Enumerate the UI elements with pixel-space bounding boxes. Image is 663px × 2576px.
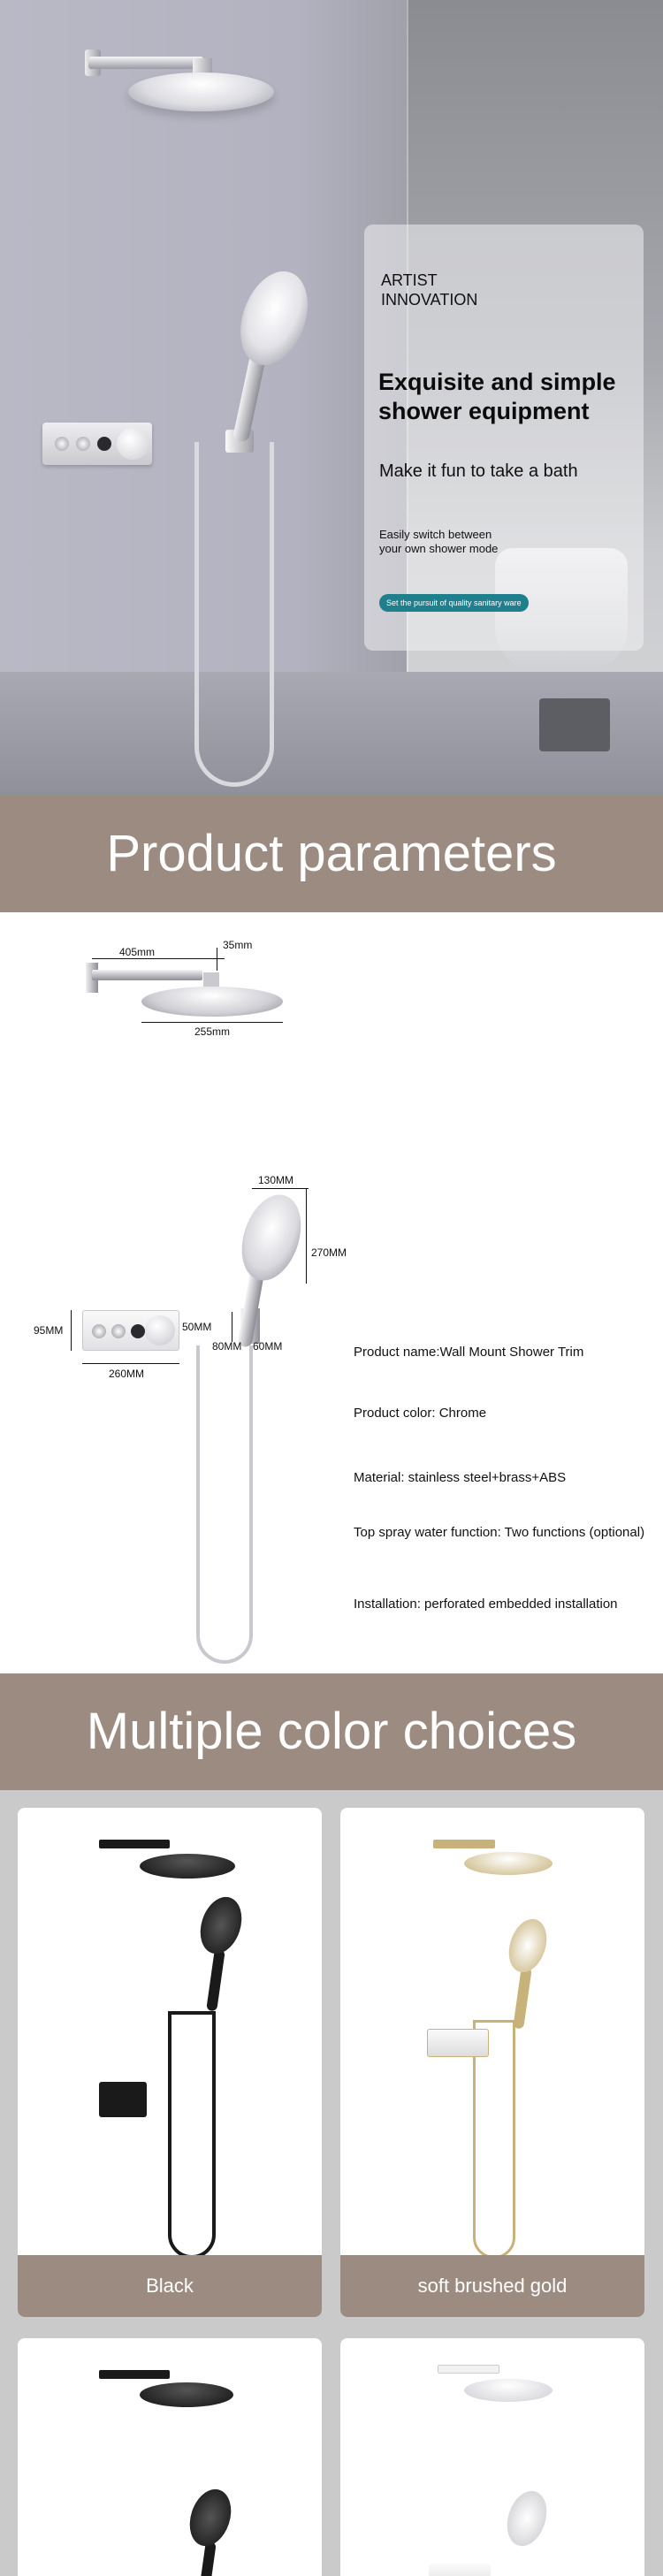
color-label: Black [18, 2255, 322, 2317]
color-card-black[interactable]: Black [18, 1808, 322, 2317]
control-dial [117, 428, 149, 460]
hero-subtext-1: Easily switch between [379, 528, 492, 541]
arm-diagram [92, 970, 202, 980]
brand-line-2: INNOVATION [381, 291, 478, 309]
colors-section: Black soft brushed gold [0, 1790, 663, 2576]
dim-panel-height: 95MM [34, 1324, 64, 1337]
dim-panel-width: 260MM [109, 1368, 145, 1380]
stool-image [539, 698, 610, 751]
params-banner-title: Product parameters [106, 825, 557, 882]
head-connector-diagram [203, 972, 219, 988]
handshower-image [193, 1891, 249, 1960]
spec-material: Material: stainless steel+brass+ABS [354, 1470, 567, 1485]
handshower-diagram [232, 1186, 311, 1289]
control-knob [92, 1324, 106, 1338]
rain-showerhead-image [128, 72, 274, 111]
handshower-image [500, 2486, 553, 2551]
spec-product-name: Product name:Wall Mount Shower Trim [354, 1345, 584, 1360]
panel-image [99, 2082, 147, 2117]
control-knob [111, 1324, 126, 1338]
spec-top-spray: Top spray water function: Two functions … [354, 1525, 645, 1540]
hose-image [168, 2011, 216, 2259]
shower-hose [194, 442, 274, 787]
arm-image [99, 2370, 170, 2379]
handshower-image [502, 1914, 553, 1978]
dim-holder-width: 80MM [212, 1340, 242, 1353]
hero-headline: Exquisite and simple shower equipment [378, 369, 616, 424]
shower-arm [88, 57, 203, 69]
dimension-line [306, 1188, 307, 1284]
arm-image [433, 1840, 495, 1848]
control-knob [76, 437, 90, 451]
dim-hand-height: 270MM [311, 1246, 347, 1259]
dimension-line [82, 1363, 179, 1364]
colors-banner-title: Multiple color choices [86, 1703, 577, 1760]
panel-image [427, 2029, 489, 2057]
handle-image [197, 2541, 217, 2576]
head-image [464, 2379, 552, 2402]
dim-holder-height: 50MM [182, 1321, 212, 1333]
hero-section: ARTIST INNOVATION Exquisite and simple s… [0, 0, 663, 796]
spec-product-color: Product color: Chrome [354, 1406, 487, 1421]
colors-banner: Multiple color choices [0, 1673, 663, 1790]
hero-tagline: Make it fun to take a bath [379, 461, 578, 481]
handshower-image [182, 2483, 239, 2552]
brand-line-1: ARTIST [381, 271, 438, 289]
color-card-gold[interactable]: soft brushed gold [340, 1808, 644, 2317]
dimension-line [252, 1188, 309, 1189]
hero-subtext-2: your own shower mode [379, 542, 499, 555]
dim-holder-depth: 60MM [253, 1340, 283, 1353]
head-diagram [141, 987, 283, 1017]
panel-diagram [82, 1310, 179, 1351]
head-image [140, 2382, 233, 2407]
dim-arm-length: 405mm [119, 946, 156, 958]
color-label: soft brushed gold [340, 2255, 644, 2317]
arm-image [99, 1840, 170, 1848]
control-knob [97, 437, 111, 451]
color-card-3[interactable] [18, 2338, 322, 2576]
control-panel-image [42, 423, 152, 465]
dimension-line [141, 1022, 283, 1023]
handle-image [513, 1966, 532, 2030]
spec-installation: Installation: perforated embedded instal… [354, 1597, 618, 1612]
control-dial [145, 1315, 175, 1345]
head-image [464, 1852, 552, 1875]
dim-arm-drop: 35mm [223, 939, 253, 951]
dimension-line [71, 1310, 72, 1351]
control-knob [131, 1324, 145, 1338]
hero-text-card [364, 225, 644, 651]
control-knob [55, 437, 69, 451]
panel-image [429, 2564, 491, 2576]
head-image [140, 1854, 235, 1879]
dim-hand-width: 130MM [258, 1174, 294, 1186]
hose-diagram [196, 1345, 253, 1664]
arm-image [438, 2365, 499, 2374]
handshower-handle [232, 353, 267, 443]
handle-image [206, 1948, 225, 2012]
handshower-image [228, 262, 320, 375]
params-section: 405mm 35mm 255mm 95MM 260MM 130MM 270MM … [0, 912, 663, 1673]
color-card-4[interactable] [340, 2338, 644, 2576]
hero-pill-button[interactable]: Set the pursuit of quality sanitary ware [379, 594, 529, 612]
dimension-line [92, 958, 225, 959]
params-banner: Product parameters [0, 796, 663, 912]
dim-head-diameter: 255mm [194, 1025, 231, 1038]
